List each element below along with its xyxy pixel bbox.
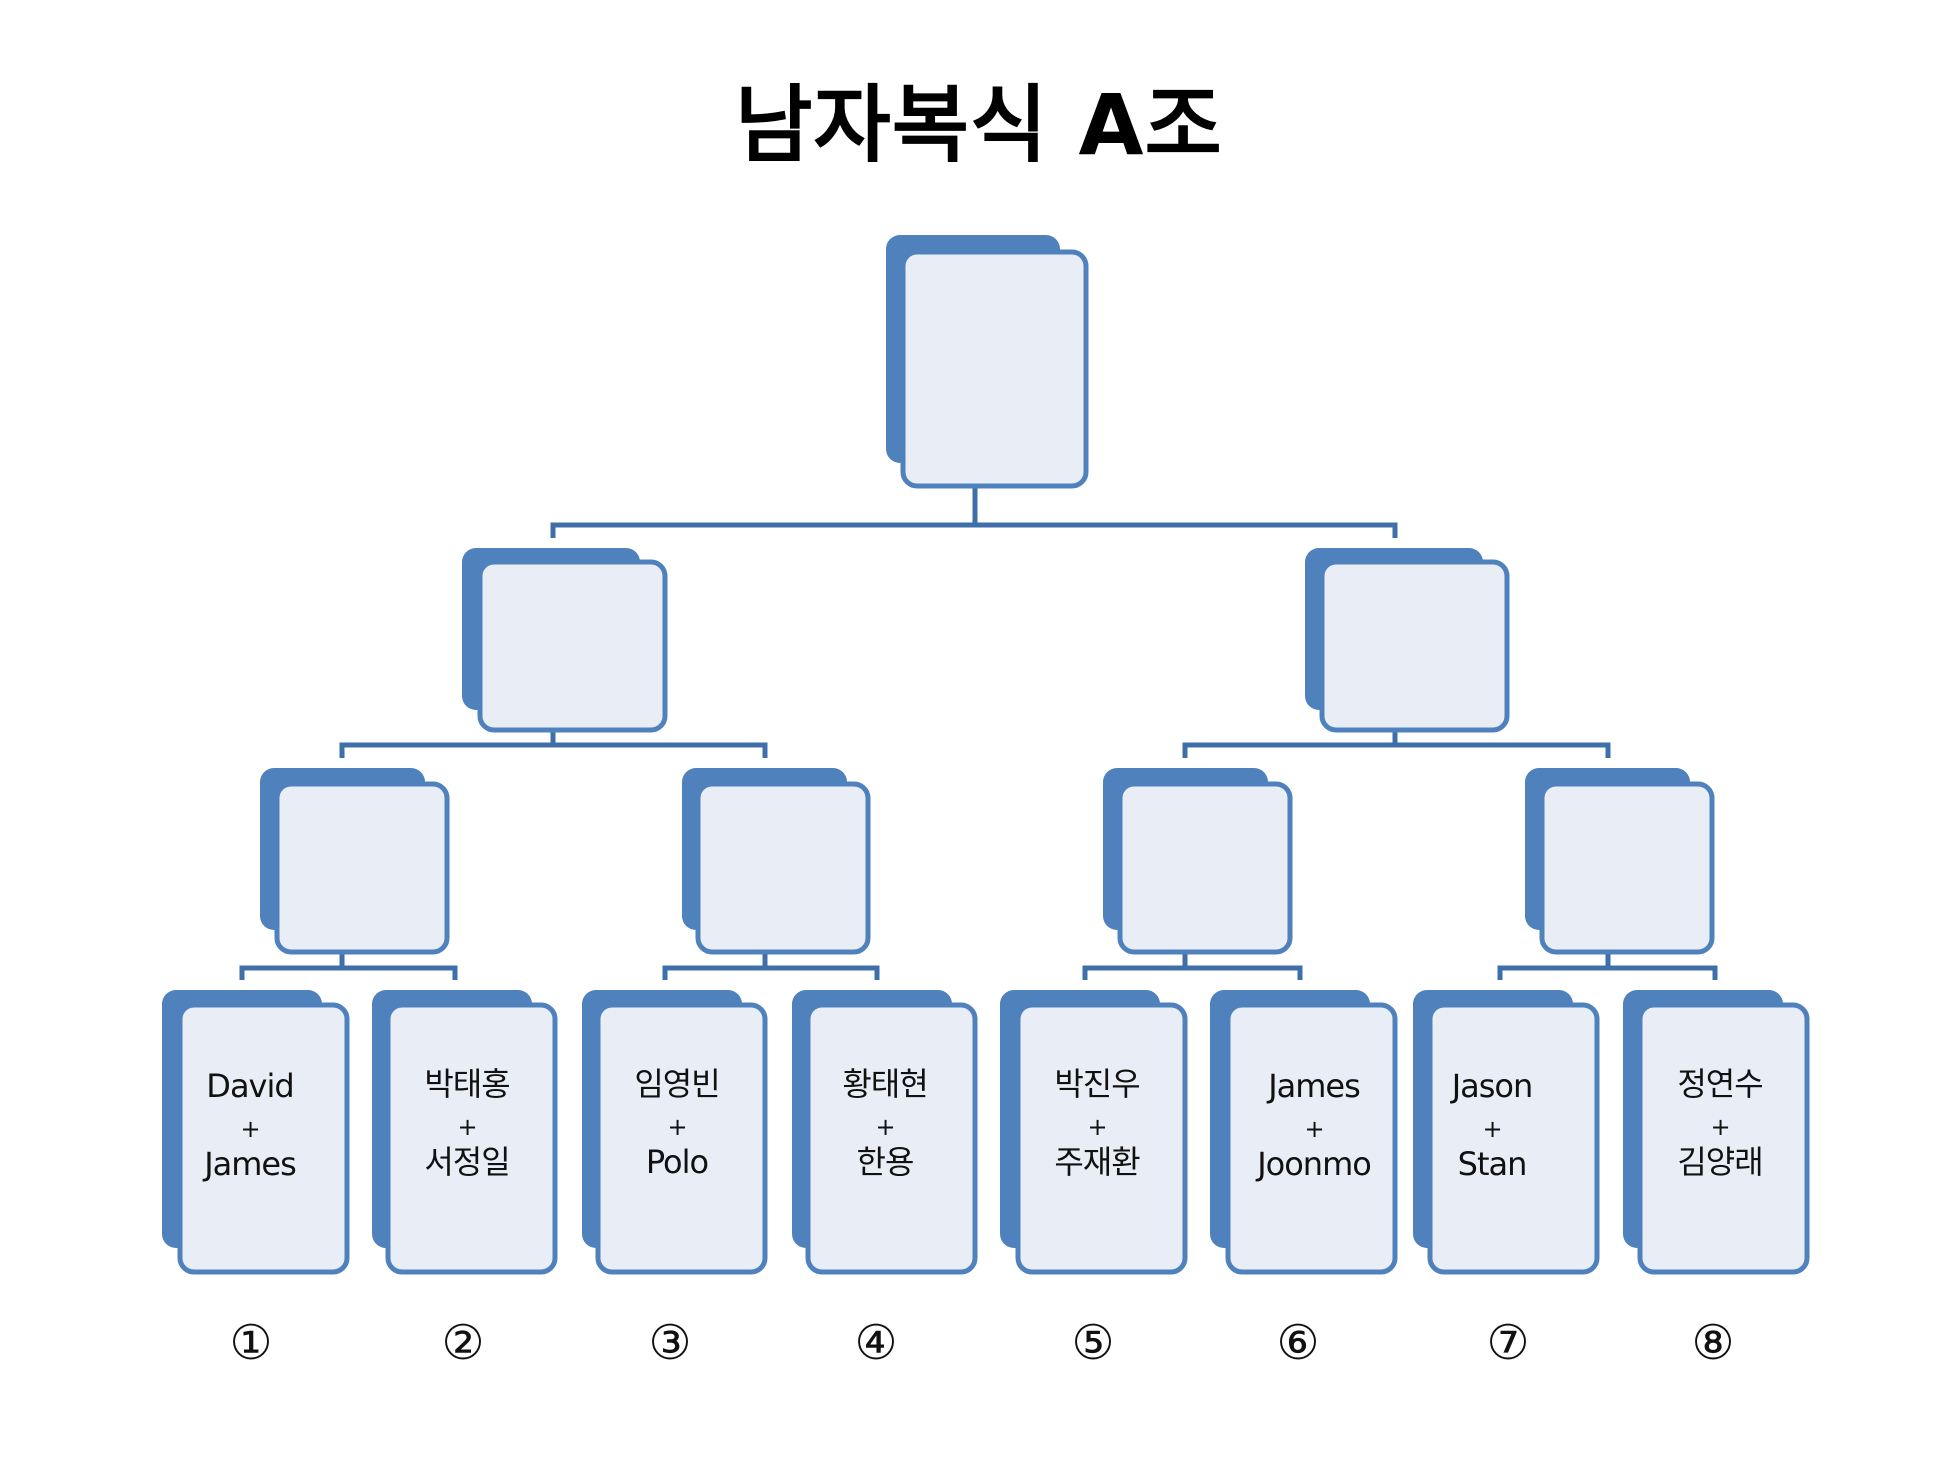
player-name: 황태현 [842, 1065, 928, 1103]
team-label-6: James + Joonmo [1234, 1070, 1394, 1188]
team-card-7 [1413, 990, 1600, 1275]
player-name: 서정일 [424, 1143, 510, 1181]
player-name: 한용 [856, 1143, 915, 1181]
player-name: Jason [1451, 1067, 1534, 1105]
seed-number-1: ① [229, 1315, 273, 1371]
match-box-quarter-4 [1525, 768, 1715, 955]
match-box-semi-right [1305, 548, 1510, 733]
player-name: Stan [1457, 1145, 1528, 1183]
team-card-1 [162, 990, 350, 1275]
match-box-quarter-3 [1103, 768, 1293, 955]
player-name: 박태홍 [424, 1065, 510, 1103]
plus-sign: + [1710, 1113, 1730, 1141]
team-label-5: 박진우 + 주재환 [1022, 1068, 1172, 1186]
plus-sign: + [240, 1115, 260, 1143]
page-title: 남자복식 A조 [735, 76, 1223, 174]
player-name: David [206, 1067, 294, 1105]
match-box-semi-left [462, 548, 668, 733]
player-name: 임영빈 [634, 1065, 720, 1103]
seed-number-2: ② [441, 1315, 485, 1371]
player-name: 정연수 [1677, 1065, 1763, 1103]
player-name: 주재환 [1054, 1143, 1140, 1181]
team-card-6 [1210, 990, 1398, 1275]
player-name: James [204, 1145, 297, 1183]
team-card-3 [582, 990, 768, 1275]
seed-number-8: ⑧ [1691, 1315, 1735, 1371]
match-box-quarter-2 [682, 768, 871, 955]
plus-sign: + [875, 1113, 895, 1141]
plus-sign: + [1482, 1115, 1502, 1143]
plus-sign: + [1304, 1115, 1324, 1143]
plus-sign: + [457, 1113, 477, 1141]
plus-sign: + [1087, 1113, 1107, 1141]
match-box-quarter-1 [260, 768, 450, 955]
seed-number-7: ⑦ [1486, 1315, 1530, 1371]
team-label-8: 정연수 + 김양래 [1645, 1068, 1795, 1186]
player-name: 박진우 [1054, 1065, 1140, 1103]
seed-number-3: ③ [648, 1315, 692, 1371]
team-card-8 [1623, 990, 1810, 1275]
player-name: 김양래 [1677, 1143, 1763, 1181]
team-label-2: 박태홍 + 서정일 [392, 1068, 542, 1186]
player-name: Joonmo [1257, 1145, 1372, 1183]
match-box-final [886, 235, 1089, 489]
team-card-5 [1000, 990, 1188, 1275]
team-label-3: 임영빈 + Polo [602, 1068, 752, 1186]
team-card-4 [792, 990, 978, 1275]
seed-number-4: ④ [854, 1315, 898, 1371]
player-name: Polo [645, 1143, 709, 1181]
seed-number-5: ⑤ [1071, 1315, 1115, 1371]
team-label-4: 황태현 + 한용 [810, 1068, 960, 1186]
player-name: James [1268, 1067, 1361, 1105]
team-label-7: Jason + Stan [1422, 1070, 1562, 1188]
team-label-1: David + James [180, 1070, 320, 1188]
plus-sign: + [667, 1113, 687, 1141]
seed-number-6: ⑥ [1276, 1315, 1320, 1371]
team-card-2 [372, 990, 558, 1275]
